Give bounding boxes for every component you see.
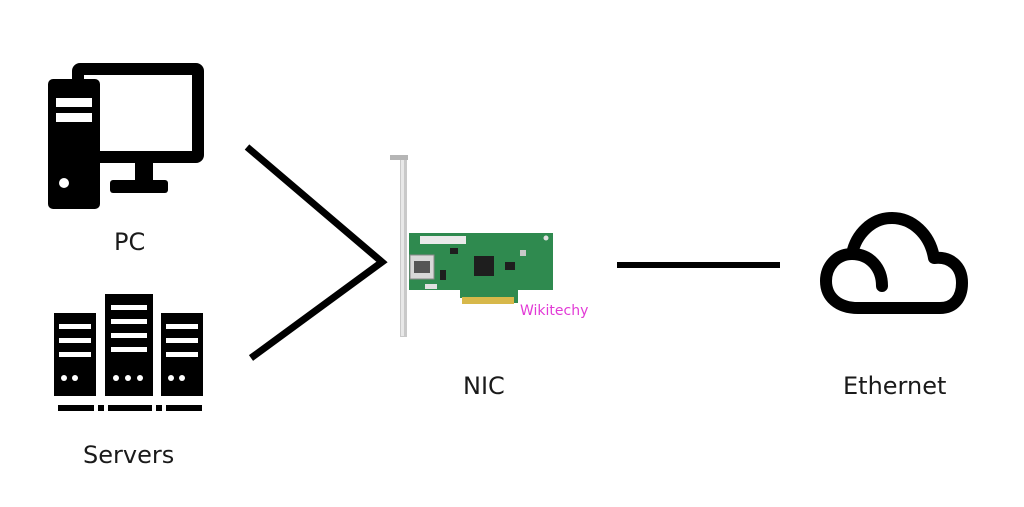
pc-label: PC bbox=[114, 228, 146, 256]
server-rack-icon bbox=[54, 294, 203, 411]
nic-label: NIC bbox=[463, 372, 505, 400]
servers-label: Servers bbox=[83, 441, 175, 469]
network-interface-card bbox=[390, 155, 553, 337]
cloud-icon bbox=[820, 212, 968, 314]
desktop-computer-icon bbox=[48, 63, 204, 209]
ethernet-label: Ethernet bbox=[843, 372, 947, 400]
connector-lines-to-nic bbox=[244, 144, 388, 361]
watermark-text: Wikitechy bbox=[520, 303, 589, 319]
